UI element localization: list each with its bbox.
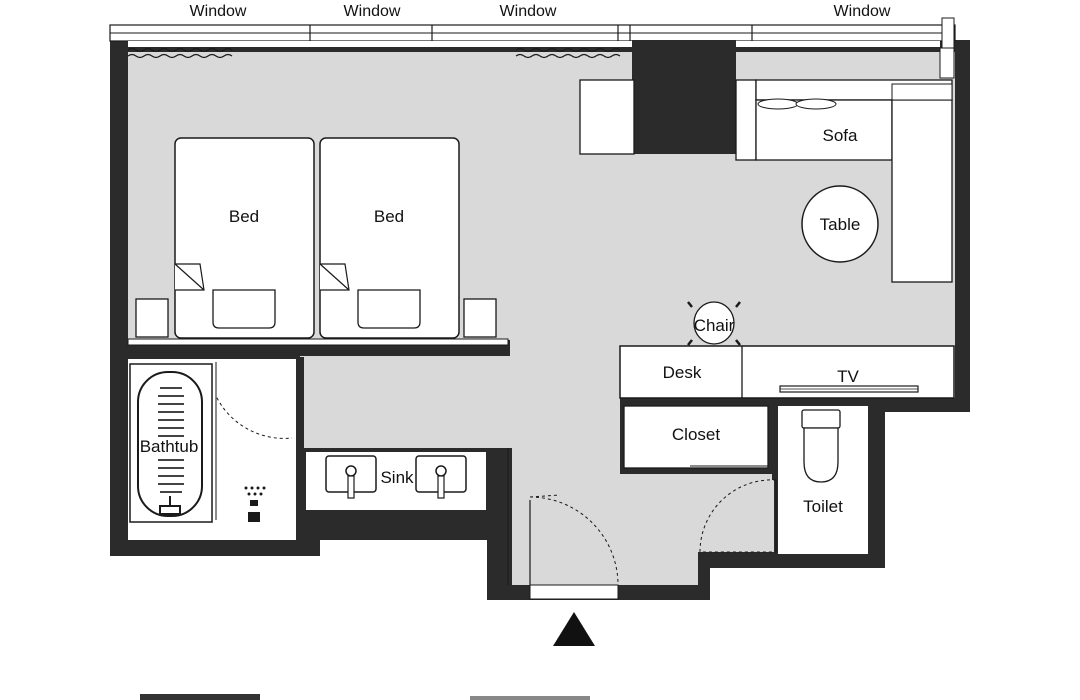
corridor-floor <box>698 470 774 552</box>
cushion-2 <box>795 98 837 110</box>
bed-1-pillow <box>212 289 276 329</box>
sink-label: Sink <box>380 468 414 487</box>
window-label-1: Window <box>190 3 247 20</box>
bed-2-frame <box>319 137 460 339</box>
bathtub-hatch <box>158 387 184 493</box>
sink-area: Sink <box>300 448 490 514</box>
bed-1-fold-line <box>174 263 205 291</box>
entrance-door-swing-2 <box>529 494 561 498</box>
entrance-door-swing <box>529 496 619 586</box>
round-table <box>801 185 879 263</box>
sofa-seat <box>755 99 893 161</box>
chair-label: Chair <box>694 316 735 335</box>
bathtub-label: Bathtub <box>140 437 199 456</box>
curtain-icon <box>127 47 621 59</box>
window-strip-inner <box>128 41 940 47</box>
bed-2: Bed <box>319 137 460 339</box>
right-end-cap <box>941 17 955 49</box>
bed-2-label: Bed <box>374 207 404 226</box>
toilet-label: Toilet <box>803 497 843 516</box>
entrance-opening <box>529 584 619 600</box>
shower-icon <box>244 486 266 522</box>
cushion-1 <box>757 98 799 110</box>
tap-right-icon <box>437 475 445 499</box>
chair: Chair <box>687 301 741 346</box>
nightstand-left <box>135 298 169 338</box>
sofa-left-arm <box>735 79 757 161</box>
desk-label: Desk <box>663 363 702 382</box>
tv-label: TV <box>837 367 859 386</box>
bath-wall-top <box>128 355 300 359</box>
nightstand-right <box>463 298 497 338</box>
bath-wall-left <box>122 357 128 540</box>
bathtub-basin <box>137 371 203 517</box>
structural-column <box>632 40 736 154</box>
closet <box>623 405 769 469</box>
toilet-bowl <box>803 427 839 483</box>
window-labels: Window Window Window Window <box>190 3 891 20</box>
bed-1: Bed <box>174 137 315 339</box>
sofa-label: Sofa <box>823 126 859 145</box>
tv-icon <box>779 385 919 393</box>
window-label-3: Window <box>500 3 557 20</box>
window-label-2: Window <box>344 3 401 20</box>
chair-seat <box>693 301 735 345</box>
right-window-post <box>939 47 955 79</box>
bed-2-fold-line <box>319 263 350 291</box>
window-label-4: Window <box>834 3 891 20</box>
window-strip <box>109 17 956 79</box>
side-cabinet <box>579 79 635 155</box>
toilet-room: Toilet <box>699 400 868 554</box>
sofa-chaise <box>891 99 953 283</box>
toilet-room-wall-left <box>772 400 778 480</box>
bed-2-pillow <box>357 289 421 329</box>
closet-label: Closet <box>672 425 720 444</box>
bathroom: Bathtub <box>122 355 304 540</box>
entrance-arrow-icon <box>553 612 595 646</box>
table-label: Table <box>820 215 861 234</box>
faucet-icon <box>159 496 181 515</box>
toilet-tank <box>801 409 841 429</box>
footer-partial <box>140 694 590 700</box>
bed-1-frame <box>174 137 315 339</box>
sofa: Sofa <box>735 79 953 283</box>
bed-1-label: Bed <box>229 207 259 226</box>
tap-left-icon <box>347 475 355 499</box>
drain-right-icon <box>435 465 447 477</box>
shower-door-swing <box>215 362 293 439</box>
bath-wall-right <box>296 357 304 517</box>
toilet-door-swing <box>699 479 777 553</box>
drain-left-icon <box>345 465 357 477</box>
sofa-chaise-back <box>891 83 953 101</box>
bed-ledge <box>127 338 509 346</box>
